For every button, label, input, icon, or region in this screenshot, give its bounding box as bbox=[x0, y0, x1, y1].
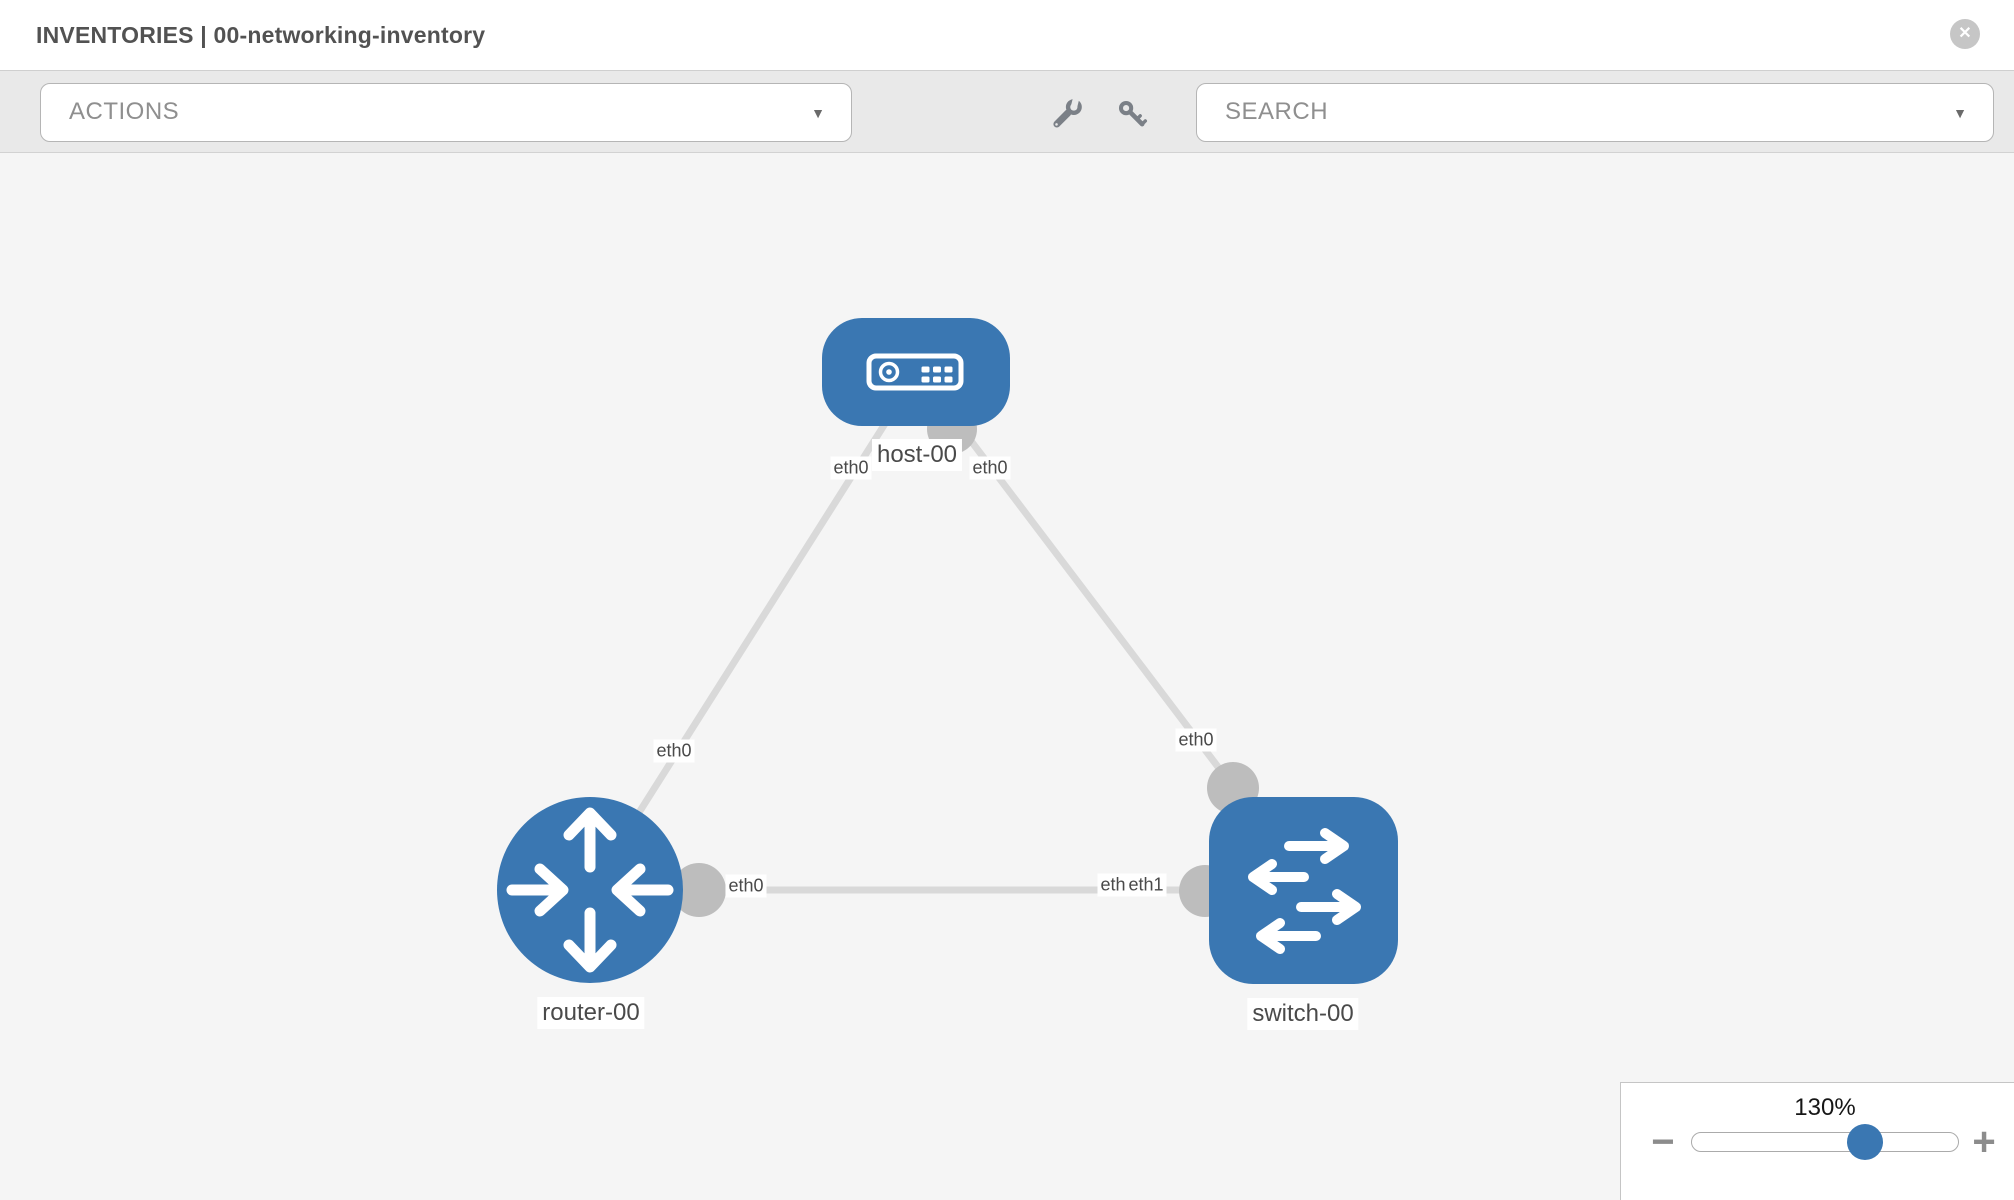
zoom-panel: 130% − + bbox=[1620, 1082, 2014, 1200]
page-header: INVENTORIES | 00-networking-inventory ✕ bbox=[0, 0, 2014, 70]
interface-label: eth1 bbox=[1125, 873, 1167, 897]
credentials-button[interactable] bbox=[1111, 93, 1155, 137]
zoom-slider-thumb[interactable] bbox=[1847, 1124, 1883, 1160]
router-icon bbox=[506, 807, 674, 973]
node-router[interactable] bbox=[497, 797, 683, 983]
minus-icon: − bbox=[1651, 1120, 1675, 1164]
plus-icon: + bbox=[1972, 1120, 1996, 1164]
node-label-router: router-00 bbox=[537, 997, 645, 1029]
wrench-icon bbox=[1053, 98, 1082, 128]
toolbar: ACTIONS ▼ SEARCH ▼ bbox=[0, 70, 2014, 153]
caret-down-icon: ▼ bbox=[811, 105, 825, 121]
interface-label: eth0 bbox=[1175, 728, 1217, 752]
actions-select[interactable]: ACTIONS ▼ bbox=[40, 83, 852, 142]
zoom-level-value: 130% bbox=[1794, 1094, 1856, 1121]
page-title: INVENTORIES | 00-networking-inventory bbox=[36, 22, 486, 48]
node-label-host: host-00 bbox=[871, 439, 963, 471]
close-button[interactable]: ✕ bbox=[1950, 19, 1980, 49]
host-icon bbox=[866, 353, 964, 391]
zoom-slider[interactable] bbox=[1691, 1124, 1959, 1160]
zoom-out-button[interactable]: − bbox=[1641, 1120, 1685, 1164]
interface-label: eth0 bbox=[969, 456, 1011, 480]
node-label-switch: switch-00 bbox=[1247, 998, 1359, 1030]
key-icon bbox=[1118, 100, 1148, 127]
interface-label: eth0 bbox=[653, 739, 695, 763]
caret-down-icon: ▼ bbox=[1953, 105, 1967, 121]
search-select-label: SEARCH bbox=[1225, 98, 1329, 125]
topology-canvas[interactable]: eth0 eth0 eth0 eth0 eth0 eth0 eth1 host-… bbox=[0, 153, 2014, 1200]
link-host-router[interactable] bbox=[586, 396, 904, 894]
search-select[interactable]: SEARCH ▼ bbox=[1196, 83, 1994, 142]
interface-label: eth0 bbox=[830, 456, 872, 480]
actions-select-label: ACTIONS bbox=[69, 98, 180, 125]
connector-dot-router[interactable] bbox=[672, 863, 726, 917]
close-icon: ✕ bbox=[1958, 25, 1972, 42]
configure-button[interactable] bbox=[1046, 93, 1090, 137]
node-switch[interactable] bbox=[1209, 797, 1398, 984]
switch-icon bbox=[1248, 828, 1361, 954]
interface-label: eth0 bbox=[725, 874, 767, 898]
zoom-in-button[interactable]: + bbox=[1962, 1120, 2006, 1164]
node-host[interactable] bbox=[822, 318, 1010, 426]
